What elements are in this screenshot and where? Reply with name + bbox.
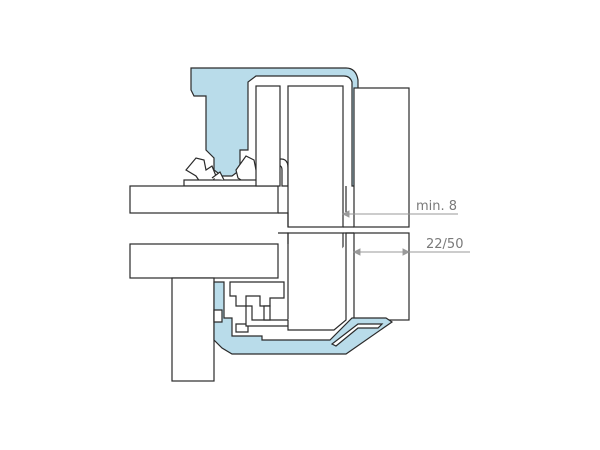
upper-blue-profile: [190, 67, 359, 187]
lower-inner-stem: [263, 305, 271, 321]
frame-range-label: 22/50: [426, 237, 463, 252]
lower-blue-profile-inner: [235, 323, 249, 333]
frame-range-arrow-right: [402, 248, 411, 256]
lower-wall-block: [129, 243, 279, 279]
upper-wall-block: [129, 185, 279, 214]
min-gap-label: min. 8: [416, 199, 457, 214]
lower-inner-profile: [229, 281, 285, 307]
frame-range-arrow-left: [352, 248, 361, 256]
lower-blue-diagonal: [330, 323, 384, 347]
upper-mullion-strip: [255, 85, 281, 187]
lower-right-sash: [353, 232, 410, 321]
mullion-joint: [278, 232, 289, 244]
upper-glass-pane: [287, 85, 344, 228]
upper-right-sash: [353, 87, 410, 228]
lower-post: [171, 277, 215, 382]
mullion-joint-top: [278, 212, 289, 227]
upper-clip-left: [185, 157, 217, 183]
min-gap-arrow: [341, 210, 350, 218]
upper-clip-tab: [211, 171, 225, 181]
lower-left-lip: [213, 309, 223, 323]
